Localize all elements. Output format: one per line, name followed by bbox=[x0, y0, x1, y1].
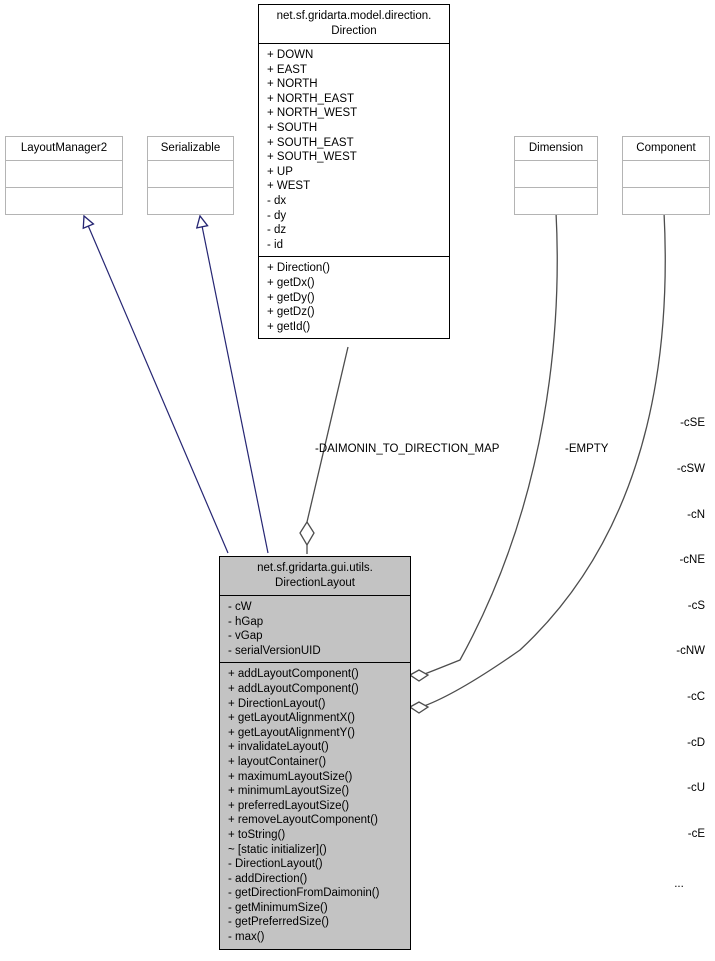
separator bbox=[148, 160, 233, 161]
operation-row: + getDx() bbox=[267, 276, 315, 289]
operation-row: + DirectionLayout() bbox=[228, 697, 326, 710]
attribute-row: - dx bbox=[267, 194, 287, 207]
role-label: -cN bbox=[687, 508, 705, 521]
operation-row: + preferredLayoutSize() bbox=[228, 799, 350, 812]
class-title-direction: net.sf.gridarta.model.direction. Directi… bbox=[276, 10, 432, 37]
role-label: -cU bbox=[687, 782, 705, 795]
attribute-row: + NORTH_WEST bbox=[267, 107, 358, 120]
operation-row: + addLayoutComponent() bbox=[228, 668, 359, 681]
role-label: -cE bbox=[687, 827, 705, 840]
operation-row: + toString() bbox=[228, 828, 286, 841]
attribute-row: - serialVersionUID bbox=[228, 644, 321, 657]
attribute-row: - dy bbox=[267, 209, 287, 222]
edge-association-component-roles bbox=[423, 211, 666, 707]
operation-row: - DirectionLayout() bbox=[228, 858, 323, 871]
attribute-row: + SOUTH_WEST bbox=[267, 151, 357, 164]
edge-label-component-roles: -cSE -cSW -cN -cNE -cS -cNW -cC -cD -cU … bbox=[653, 386, 705, 922]
operation-row: + getDy() bbox=[267, 291, 315, 304]
operation-row: + getLayoutAlignmentY() bbox=[228, 726, 355, 739]
attribute-row: - cW bbox=[228, 601, 252, 613]
operation-row: + removeLayoutComponent() bbox=[228, 814, 378, 827]
attribute-row: - id bbox=[267, 238, 283, 251]
operation-row: + maximumLayoutSize() bbox=[228, 770, 353, 783]
class-operations-direction: + Direction() + getDx() + getDy() + getD… bbox=[259, 257, 449, 338]
role-label: -cNE bbox=[679, 554, 705, 567]
operation-row: - getMinimumSize() bbox=[228, 901, 328, 914]
separator bbox=[220, 595, 410, 596]
role-label: -cS bbox=[687, 599, 705, 612]
attribute-row: - dz bbox=[267, 224, 287, 237]
role-label-ellipsis: ... bbox=[674, 877, 684, 890]
attribute-row: + NORTH bbox=[267, 78, 318, 91]
operation-row: - getPreferredSize() bbox=[228, 916, 329, 929]
aggregation-diamond-component bbox=[408, 701, 430, 714]
operation-row: ~ [static initializer]() bbox=[228, 843, 327, 856]
class-title-dimension: Dimension bbox=[528, 142, 584, 154]
class-operations-serializable bbox=[148, 188, 233, 214]
attribute-row: + DOWN bbox=[267, 49, 314, 61]
class-title-layout-manager2: LayoutManager2 bbox=[20, 142, 108, 154]
class-operations-component bbox=[623, 188, 709, 214]
separator bbox=[6, 160, 122, 161]
class-attributes-dimension bbox=[515, 161, 597, 187]
operation-row: - max() bbox=[228, 931, 265, 944]
role-label: -cD bbox=[687, 736, 705, 749]
attribute-row: - hGap bbox=[228, 615, 264, 628]
edge-label-daimonin-to-direction-map: -DAIMONIN_TO_DIRECTION_MAP bbox=[315, 443, 500, 455]
role-label: -cNW bbox=[676, 645, 705, 658]
separator bbox=[623, 187, 709, 188]
operation-row: + getDz() bbox=[267, 306, 315, 319]
class-attributes-layout-manager2 bbox=[6, 161, 122, 187]
class-title-serializable: Serializable bbox=[160, 142, 221, 154]
attribute-row: - vGap bbox=[228, 630, 263, 643]
role-label: -cC bbox=[687, 691, 705, 704]
class-title-component: Component bbox=[636, 142, 696, 154]
operation-row: - getDirectionFromDaimonin() bbox=[228, 887, 380, 900]
class-operations-layout-manager2 bbox=[6, 188, 122, 214]
class-box-serializable[interactable]: Serializable bbox=[147, 136, 234, 215]
role-label: -cSE bbox=[680, 417, 705, 430]
class-attributes-component bbox=[623, 161, 709, 187]
class-operations-direction-layout: + addLayoutComponent() + addLayoutCompon… bbox=[220, 663, 410, 948]
separator bbox=[259, 256, 449, 258]
attribute-row: + WEST bbox=[267, 180, 311, 193]
operation-row: + addLayoutComponent() bbox=[228, 682, 359, 695]
operation-row: + minimumLayoutSize() bbox=[228, 785, 350, 798]
class-operations-dimension bbox=[515, 188, 597, 214]
edge-aggregation-direction-map bbox=[306, 346, 349, 523]
class-box-direction-layout[interactable]: net.sf.gridarta.gui.utils. DirectionLayo… bbox=[219, 556, 411, 950]
class-attributes-direction: + DOWN + EAST + NORTH + NORTH_EAST + NOR… bbox=[259, 44, 449, 256]
attribute-row: + EAST bbox=[267, 63, 307, 76]
separator bbox=[148, 187, 233, 188]
aggregation-diamond-dimension bbox=[408, 669, 430, 682]
separator bbox=[623, 160, 709, 161]
role-label: -cSW bbox=[676, 463, 705, 476]
separator bbox=[515, 187, 597, 188]
attribute-row: + NORTH_EAST bbox=[267, 92, 355, 105]
edge-label-empty: -EMPTY bbox=[565, 443, 609, 455]
class-box-layout-manager2[interactable]: LayoutManager2 bbox=[5, 136, 123, 215]
class-title-direction-layout: net.sf.gridarta.gui.utils. DirectionLayo… bbox=[257, 562, 373, 589]
class-attributes-direction-layout: - cW - hGap - vGap - serialVersionUID bbox=[220, 596, 410, 662]
separator bbox=[515, 160, 597, 161]
operation-row: + getId() bbox=[267, 320, 311, 333]
attribute-row: + SOUTH_EAST bbox=[267, 136, 354, 149]
attribute-row: + SOUTH bbox=[267, 121, 318, 134]
operation-row: + Direction() bbox=[267, 262, 330, 275]
class-box-component[interactable]: Component bbox=[622, 136, 710, 215]
class-attributes-serializable bbox=[148, 161, 233, 187]
aggregation-diamond-direction bbox=[299, 520, 315, 547]
separator bbox=[220, 662, 410, 664]
separator bbox=[6, 187, 122, 188]
edge-realize-layoutmanager2 bbox=[84, 216, 229, 554]
class-box-dimension[interactable]: Dimension bbox=[514, 136, 598, 215]
operation-row: + invalidateLayout() bbox=[228, 741, 329, 754]
operation-row: - addDirection() bbox=[228, 872, 308, 885]
class-box-direction[interactable]: net.sf.gridarta.model.direction. Directi… bbox=[258, 4, 450, 340]
operation-row: + getLayoutAlignmentX() bbox=[228, 712, 355, 725]
attribute-row: + UP bbox=[267, 165, 293, 178]
separator bbox=[259, 43, 449, 44]
operation-row: + layoutContainer() bbox=[228, 755, 327, 768]
